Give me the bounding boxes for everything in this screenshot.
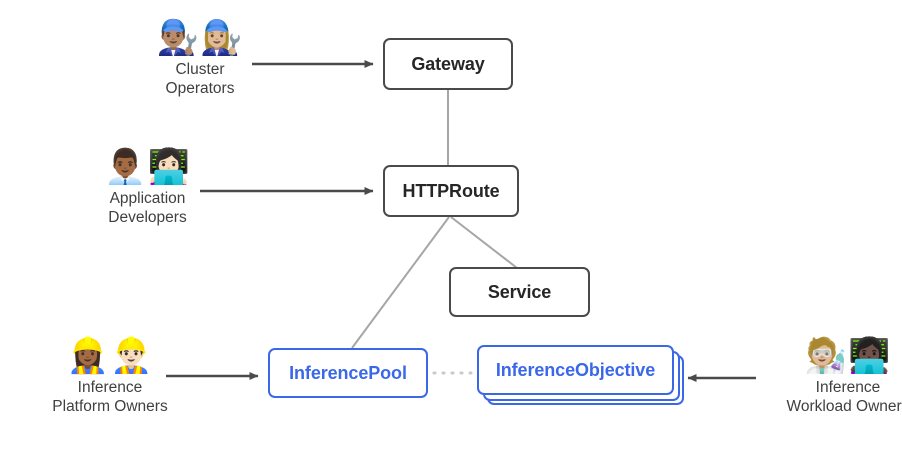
node-gateway[interactable]: Gateway <box>383 38 513 90</box>
node-inferenceobjective[interactable]: InferenceObjective <box>477 345 674 395</box>
office-worker-technologist-pair-emoji: 👨🏾‍💼👩🏻‍💻 <box>104 147 191 187</box>
node-inferenceobjective-label: InferenceObjective <box>495 359 656 380</box>
construction-worker-pair-emoji: 👷🏾‍♀️👷🏻‍♂️ <box>66 336 154 376</box>
node-inferencepool[interactable]: InferencePool <box>268 348 428 398</box>
persona-application-developers: 👨🏾‍💼👩🏻‍💻 Application Developers <box>80 147 215 227</box>
connector-httproute-inferencepool <box>351 216 450 349</box>
persona-application-developers-label: Application Developers <box>108 190 187 226</box>
scientist-technologist-pair-emoji: 🧑🏼‍🔬👩🏿‍💻 <box>804 336 892 376</box>
connector-httproute-service <box>450 216 518 269</box>
node-service[interactable]: Service <box>449 267 590 317</box>
persona-inference-platform-owners: 👷🏾‍♀️👷🏻‍♂️ Inference Platform Owners <box>28 336 192 416</box>
persona-cluster-operators-label: Cluster Operators <box>165 61 235 97</box>
persona-inference-platform-owners-label: Inference Platform Owners <box>52 379 168 415</box>
node-httproute-label: HTTPRoute <box>402 180 500 201</box>
node-gateway-label: Gateway <box>411 53 485 74</box>
node-inferencepool-label: InferencePool <box>289 362 407 383</box>
mechanic-pair-emoji: 👨🏽‍🔧👩🏼‍🔧 <box>156 18 244 58</box>
node-service-label: Service <box>487 281 552 302</box>
node-httproute[interactable]: HTTPRoute <box>383 165 519 217</box>
persona-inference-workload-owners: 🧑🏼‍🔬👩🏿‍💻 Inference Workload Owners <box>762 336 902 416</box>
persona-inference-workload-owners-label: Inference Workload Owners <box>786 379 902 415</box>
persona-cluster-operators: 👨🏽‍🔧👩🏼‍🔧 Cluster Operators <box>140 18 260 98</box>
